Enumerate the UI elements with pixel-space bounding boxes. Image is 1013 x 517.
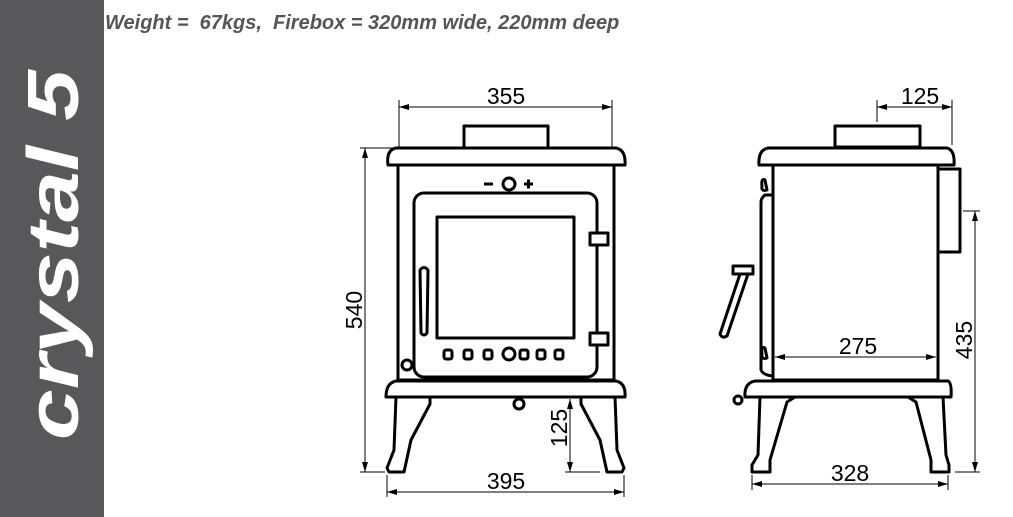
door-side — [759, 193, 774, 378]
drawing-part — [518, 348, 530, 361]
dim-rear-height: 435 — [951, 321, 977, 359]
flue-collar — [462, 124, 550, 150]
riddler-knob — [400, 358, 414, 372]
ash-knob — [512, 397, 526, 411]
leg-left — [385, 396, 432, 474]
glass-window — [435, 215, 576, 340]
vent-knob — [501, 346, 517, 362]
spec-text: Weight = 67kgs, Firebox = 320mm wide, 22… — [105, 12, 620, 34]
side-view — [718, 124, 962, 474]
top-plate-side — [757, 146, 956, 167]
door — [412, 191, 599, 379]
leg-side-right — [907, 395, 951, 474]
dim-body-depth: 275 — [839, 333, 877, 359]
side-dimensions: 125 275 435 328 — [751, 83, 980, 490]
drawing-part — [442, 348, 454, 361]
drawing-part — [462, 348, 474, 361]
flue-collar-side — [833, 124, 922, 149]
hinge-top — [588, 231, 610, 247]
dimension-line — [876, 100, 953, 145]
dimension-line — [360, 147, 395, 473]
leg-side-left — [750, 395, 796, 474]
model-title-graphic: crystal 5 — [14, 69, 94, 440]
air-control-knob — [501, 176, 517, 192]
dim-top-width: 355 — [487, 83, 525, 109]
base-plate-side — [743, 379, 953, 399]
door-handle — [418, 266, 430, 337]
top-plate — [386, 146, 627, 167]
drawing-part — [553, 348, 565, 361]
dim-height: 540 — [341, 291, 367, 329]
dim-base-depth: 328 — [831, 460, 869, 486]
drawing-part — [482, 348, 494, 361]
hinge-bottom — [588, 331, 610, 347]
ash-knob-side — [732, 394, 744, 406]
dimension-line — [398, 100, 613, 147]
front-dimensions: 355 540 395 125 — [341, 83, 625, 497]
dimension-line — [751, 475, 949, 490]
drawing-part — [535, 348, 547, 361]
dimension-line — [386, 475, 625, 497]
air-vents — [442, 346, 565, 362]
handle-lever — [718, 272, 750, 339]
dimension-line — [955, 210, 980, 473]
dim-base-width: 395 — [487, 468, 525, 494]
plus-icon — [524, 179, 533, 189]
front-view — [384, 124, 627, 474]
dimension-line — [565, 399, 600, 473]
dim-leg-height: 125 — [546, 409, 572, 447]
base-plate — [384, 379, 627, 399]
model-title: crystal 5 — [14, 69, 94, 440]
dim-flue-offset: 125 — [901, 83, 939, 109]
hinge-side-top — [760, 178, 769, 192]
leg-right — [579, 396, 626, 474]
rear-heat-shield — [936, 167, 962, 254]
hinge-side-bottom — [760, 346, 769, 360]
sidebar-panel — [0, 0, 104, 517]
